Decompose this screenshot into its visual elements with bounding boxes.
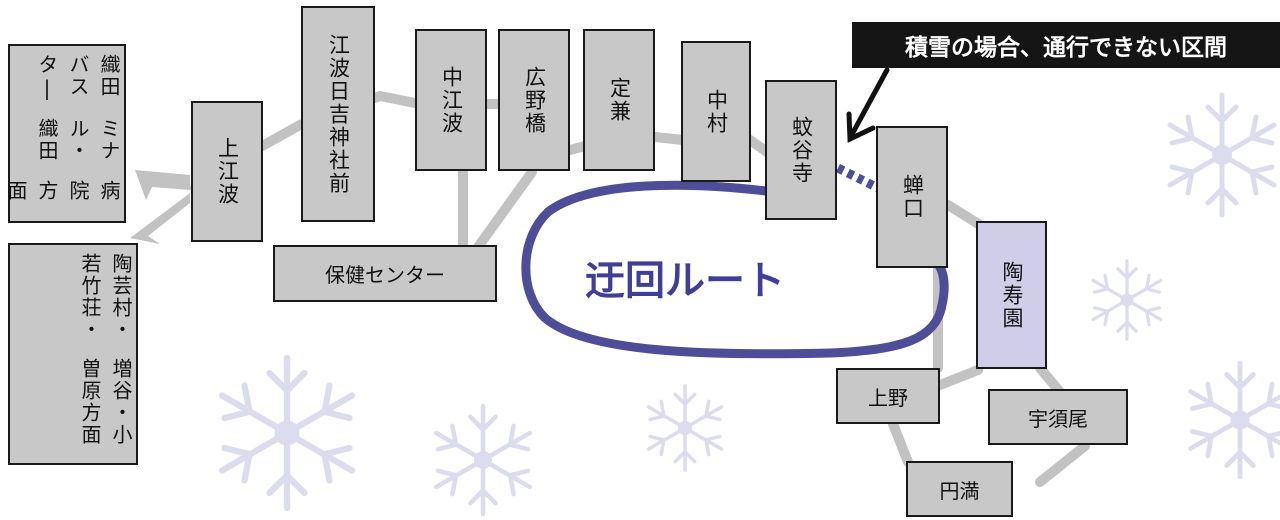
stop-semiguchi[interactable]: 蝉口 [876, 126, 948, 268]
stop-hoken-center[interactable]: 保健センター [273, 245, 497, 302]
stop-kamiebana[interactable]: 上江波 [191, 101, 263, 242]
stop-label: 中村 [704, 88, 729, 135]
direction-arrows [130, 170, 190, 244]
stop-ueno[interactable]: 上野 [836, 368, 940, 424]
stop-usuo[interactable]: 宇須尾 [988, 389, 1128, 445]
closed-section-notice: 積雪の場合、通行できない区間 [852, 22, 1280, 68]
stop-label-line: 陶芸村・若竹荘・ [78, 253, 133, 341]
stop-label: 保健センター [325, 263, 445, 287]
stop-label-line: 増谷・小曽原方面 [78, 358, 133, 446]
arrow-up-left-icon [135, 170, 190, 200]
stop-ebahiyoshi[interactable]: 江波日吉神社前 [301, 6, 375, 222]
closed-section-line [835, 163, 881, 193]
stop-label: 広野橋 [522, 65, 547, 135]
detour-route-line [521, 180, 949, 359]
stop-masutani[interactable]: 陶芸村・若竹荘・ 増谷・小曽原方面 [8, 243, 138, 465]
stop-kayadera[interactable]: 蚊谷寺 [765, 80, 837, 220]
stop-label: 円満 [939, 478, 980, 503]
snowflake-icon [222, 358, 352, 508]
stop-label-line: ミナル・織田 [35, 117, 121, 162]
stop-label: 宇須尾 [1028, 406, 1088, 431]
stop-label: 江波日吉神社前 [326, 33, 351, 195]
detour-route-label: 迂回ルート [585, 258, 785, 304]
stop-nakaebana[interactable]: 中江波 [415, 29, 487, 171]
snowflake-icon [1091, 259, 1163, 341]
snowflake-icon [646, 384, 724, 472]
stop-oda-bus-terminal[interactable]: 織田バスタ| ミナル・織田 病院方面 [4, 44, 126, 223]
stop-tojuen[interactable]: 陶寿園 [976, 221, 1047, 369]
snowflake-icon [1191, 363, 1280, 477]
stop-label-line: 病院方面 [4, 179, 121, 202]
stop-masutani-label: 陶芸村・若竹荘・ 増谷・小曽原方面 [10, 245, 136, 463]
notice-arrow-icon [846, 67, 890, 143]
stop-label: 上野 [868, 385, 908, 410]
stop-sadakane[interactable]: 定兼 [583, 29, 655, 171]
stop-oda-bus-terminal-label: 織田バスタ| ミナル・織田 病院方面 [4, 46, 124, 221]
stop-label: 中江波 [439, 65, 464, 135]
snowflake-icon [1170, 95, 1274, 215]
stop-label: 定兼 [607, 77, 632, 123]
stop-label: 蝉口 [900, 174, 925, 220]
stop-label: 上江波 [215, 137, 240, 206]
arrow-down-left-icon [130, 193, 190, 244]
stop-nakamura[interactable]: 中村 [681, 41, 751, 182]
stop-label: 蚊谷寺 [789, 115, 814, 185]
snowflake-icon [436, 406, 530, 514]
stop-label: 陶寿園 [1000, 260, 1024, 330]
stop-label-line: 織田バスタ| [35, 54, 121, 102]
stop-hironohashi[interactable]: 広野橋 [498, 29, 570, 171]
stop-enman[interactable]: 円満 [906, 461, 1013, 517]
